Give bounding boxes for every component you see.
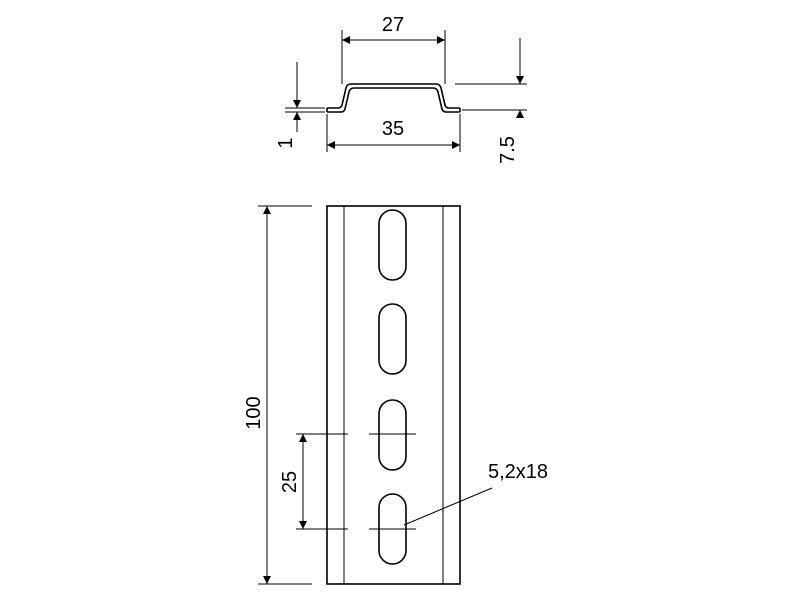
dimension-label-slot-pitch: 25 [279, 471, 301, 493]
dimension-slot-pitch: 25 [279, 433, 348, 530]
slot [378, 209, 407, 281]
dimension-base-width: 35 [326, 114, 461, 152]
dimension-label-height: 7.5 [497, 136, 519, 164]
dimension-label-length: 100 [243, 396, 265, 429]
dimension-top-width: 27 [341, 14, 446, 84]
rail-profile [326, 83, 461, 113]
slot-size-label: 5,2x18 [488, 461, 548, 483]
dimension-label-top-width: 27 [382, 14, 404, 36]
slot-size-callout: 5,2x18 [403, 461, 548, 526]
rail-front-view [326, 205, 461, 585]
dimension-label-base-width: 35 [382, 118, 404, 140]
dimension-label-thickness: 1 [275, 137, 297, 148]
dimension-length: 100 [243, 205, 312, 585]
slot [378, 303, 407, 375]
dimension-thickness: 1 [275, 62, 325, 149]
dimension-height: 7.5 [455, 38, 527, 164]
slot [378, 399, 407, 471]
